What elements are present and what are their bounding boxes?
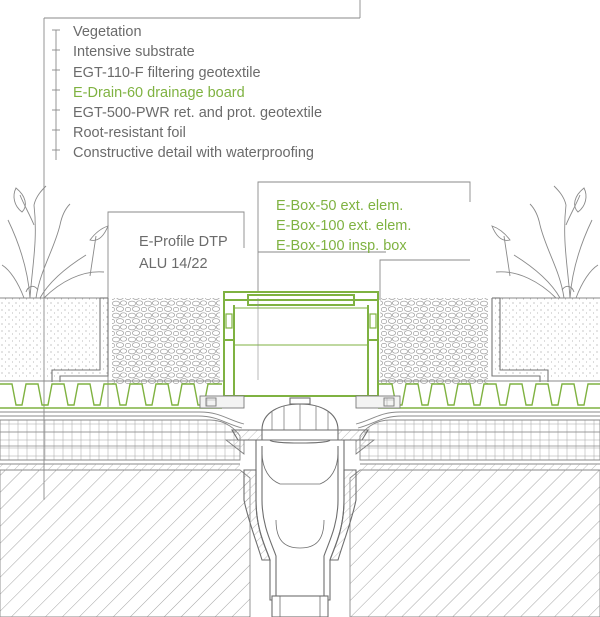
box-support-pads [199,395,401,409]
legend-drainage-board: E-Drain-60 drainage board [73,85,245,101]
roof-drain-outlet [231,397,369,617]
legend-filtering-geotextile: EGT-110-F filtering geotextile [73,65,261,81]
edge-profile-left [51,297,109,382]
gravel-layer [112,298,488,384]
legend-vegetation: Vegetation [73,24,142,40]
legend-intensive-substrate: Intensive substrate [73,44,195,60]
legend-protection-geotextile: EGT-500-PWR ret. and prot. geotextile [73,105,322,121]
profile-label-line2: ALU 14/22 [139,256,208,272]
box-callout: E-Box-50 ext. elem. E-Box-100 ext. elem.… [257,181,471,300]
insulation-layer [0,419,600,461]
e-box-inspection-shaft [223,291,379,397]
box-label-ebox100-insp: E-Box-100 insp. box [276,238,407,254]
box-label-ebox50: E-Box-50 ext. elem. [276,198,403,214]
protection-layers [0,411,600,429]
plant-left [1,185,109,299]
legend-waterproofing-detail: Constructive detail with waterproofing [73,145,314,161]
profile-label-line1: E-Profile DTP [139,234,228,250]
plant-right [491,185,599,299]
substrate-layer [0,297,600,378]
legend-root-resistant-foil: Root-resistant foil [73,125,186,141]
edge-profile-right [491,297,549,382]
waterproof-wedges [224,439,376,455]
layer-legend: Vegetation Intensive substrate EGT-110-F… [73,24,322,161]
concrete-slab [0,463,600,617]
drainage-board [0,383,600,409]
box-label-ebox100-ext: E-Box-100 ext. elem. [276,218,411,234]
